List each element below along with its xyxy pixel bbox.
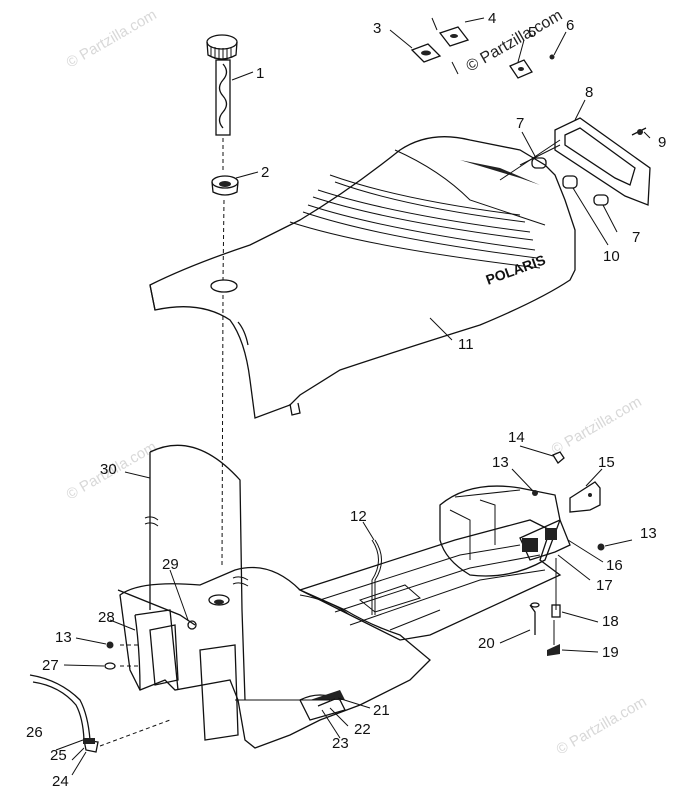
polaris-logo: POLARIS bbox=[484, 251, 548, 287]
leader-lines bbox=[55, 17, 651, 776]
callout-21: 21 bbox=[373, 702, 390, 719]
callout-20: 20 bbox=[478, 635, 495, 652]
callout-8: 8 bbox=[585, 84, 593, 101]
callout-23: 23 bbox=[332, 735, 349, 752]
callout-30: 30 bbox=[100, 461, 117, 478]
callout-11: 11 bbox=[458, 336, 474, 353]
watermark-mid-right: © Partzilla.com bbox=[549, 393, 645, 458]
callout-27: 27 bbox=[42, 657, 59, 674]
callout-5: 5 bbox=[528, 24, 536, 41]
callout-7-top: 7 bbox=[516, 115, 524, 132]
callout-24: 24 bbox=[52, 773, 69, 790]
tank-strap-part bbox=[144, 444, 249, 701]
callout-25: 25 bbox=[50, 747, 67, 764]
callout-9: 9 bbox=[658, 134, 666, 151]
callout-4: 4 bbox=[488, 10, 496, 27]
callout-12: 12 bbox=[350, 508, 367, 525]
callout-22: 22 bbox=[354, 721, 371, 738]
watermark-top-right: © Partzilla.com bbox=[464, 7, 566, 76]
callout-26: 26 bbox=[26, 724, 43, 741]
callout-13-right: 13 bbox=[640, 525, 657, 542]
watermark-bottom-right: © Partzilla.com bbox=[554, 693, 650, 758]
callout-18: 18 bbox=[602, 613, 619, 630]
callout-17: 17 bbox=[596, 577, 613, 594]
taillight-part bbox=[499, 117, 651, 206]
hardware-parts-top bbox=[410, 17, 555, 79]
grommet-part bbox=[211, 175, 239, 281]
callout-1: 1 bbox=[256, 65, 264, 82]
callout-15: 15 bbox=[598, 454, 615, 471]
callout-28: 28 bbox=[98, 609, 115, 626]
callout-19: 19 bbox=[602, 644, 619, 661]
callout-16: 16 bbox=[606, 557, 623, 574]
callout-6: 6 bbox=[566, 17, 574, 34]
fuel-cap-part bbox=[206, 34, 238, 170]
chassis-part bbox=[235, 485, 571, 721]
callout-13-right-top: 13 bbox=[492, 454, 509, 471]
callout-29: 29 bbox=[162, 556, 179, 573]
fuel-tank-part bbox=[117, 566, 431, 749]
seat-part bbox=[149, 136, 576, 566]
hardware-parts-right bbox=[529, 451, 605, 656]
callout-10: 10 bbox=[603, 248, 620, 265]
callout-labels: 1 2 3 4 5 6 7 8 9 7 10 11 12 13 14 15 13… bbox=[26, 10, 666, 790]
callout-13-left: 13 bbox=[55, 629, 72, 646]
hardware-parts-left bbox=[29, 641, 171, 753]
callout-14: 14 bbox=[508, 429, 525, 446]
watermark-top-left: © Partzilla.com bbox=[64, 6, 160, 71]
callout-3: 3 bbox=[373, 20, 381, 37]
callout-7-bottom: 7 bbox=[632, 229, 640, 246]
callout-2: 2 bbox=[261, 164, 269, 181]
